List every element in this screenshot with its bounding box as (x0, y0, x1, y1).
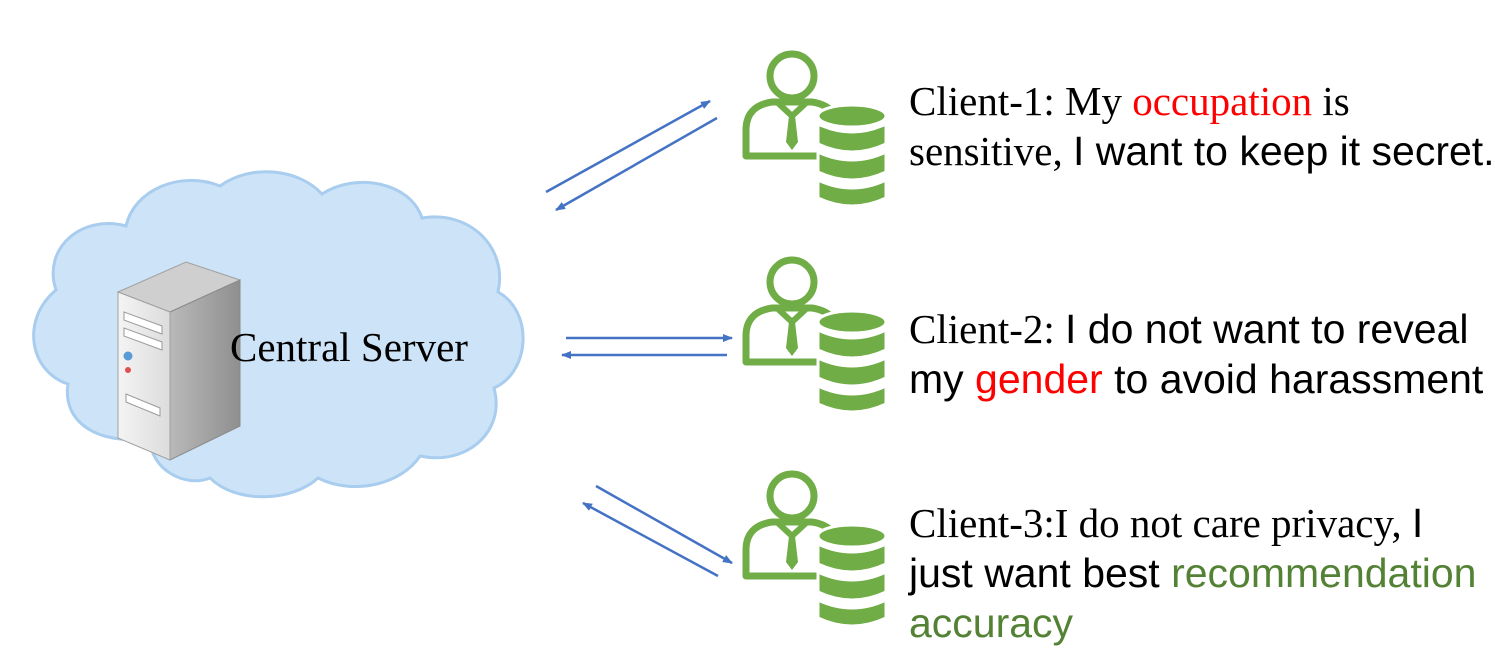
client-1-icon (746, 54, 886, 206)
arrow-from-client-1 (555, 116, 718, 212)
client-text-segment: sensitive, (909, 128, 1073, 174)
server-tower-icon (116, 261, 242, 461)
client-text-line: Client-2: I do not want to reveal (909, 304, 1483, 354)
client-text-segment: Client-2: (909, 306, 1066, 352)
server-label: Central Server (230, 324, 468, 370)
arrow-to-client-1 (545, 99, 711, 194)
client-text-segment: I do not want to reveal (1065, 306, 1469, 352)
client-text-segment: my (909, 356, 976, 402)
client-3-icon (746, 474, 886, 626)
client-text-segment: Client-1: My (909, 78, 1133, 124)
client-text-segment: accuracy (909, 600, 1074, 646)
client-text-line: sensitive, I want to keep it secret. (909, 126, 1495, 176)
arrow-to-client-3 (595, 484, 733, 565)
client-text-segment: I (1411, 500, 1424, 546)
client-text-segment: Client-3:I do not care privacy, (909, 500, 1412, 546)
client-text-line: just want best recommendation (909, 548, 1476, 598)
client-text-segment: occupation (1132, 78, 1313, 124)
client-text-segment: recommendation (1171, 550, 1477, 596)
client-text-line: my gender to avoid harassment (909, 354, 1483, 404)
client-text-segment: is (1312, 78, 1350, 124)
client-text-segment: to avoid harassment (1102, 356, 1484, 402)
client-text-line: Client-1: My occupation is (909, 76, 1495, 126)
client-2-icon (746, 260, 886, 412)
client-text-segment: just want best (909, 550, 1172, 596)
client-text-segment: gender (975, 356, 1103, 402)
client-text-line: accuracy (909, 598, 1476, 648)
client-text-segment: I want to keep it secret. (1072, 128, 1495, 174)
arrow-from-client-3 (582, 501, 719, 578)
client-text-line: Client-3:I do not care privacy, I (909, 498, 1476, 548)
